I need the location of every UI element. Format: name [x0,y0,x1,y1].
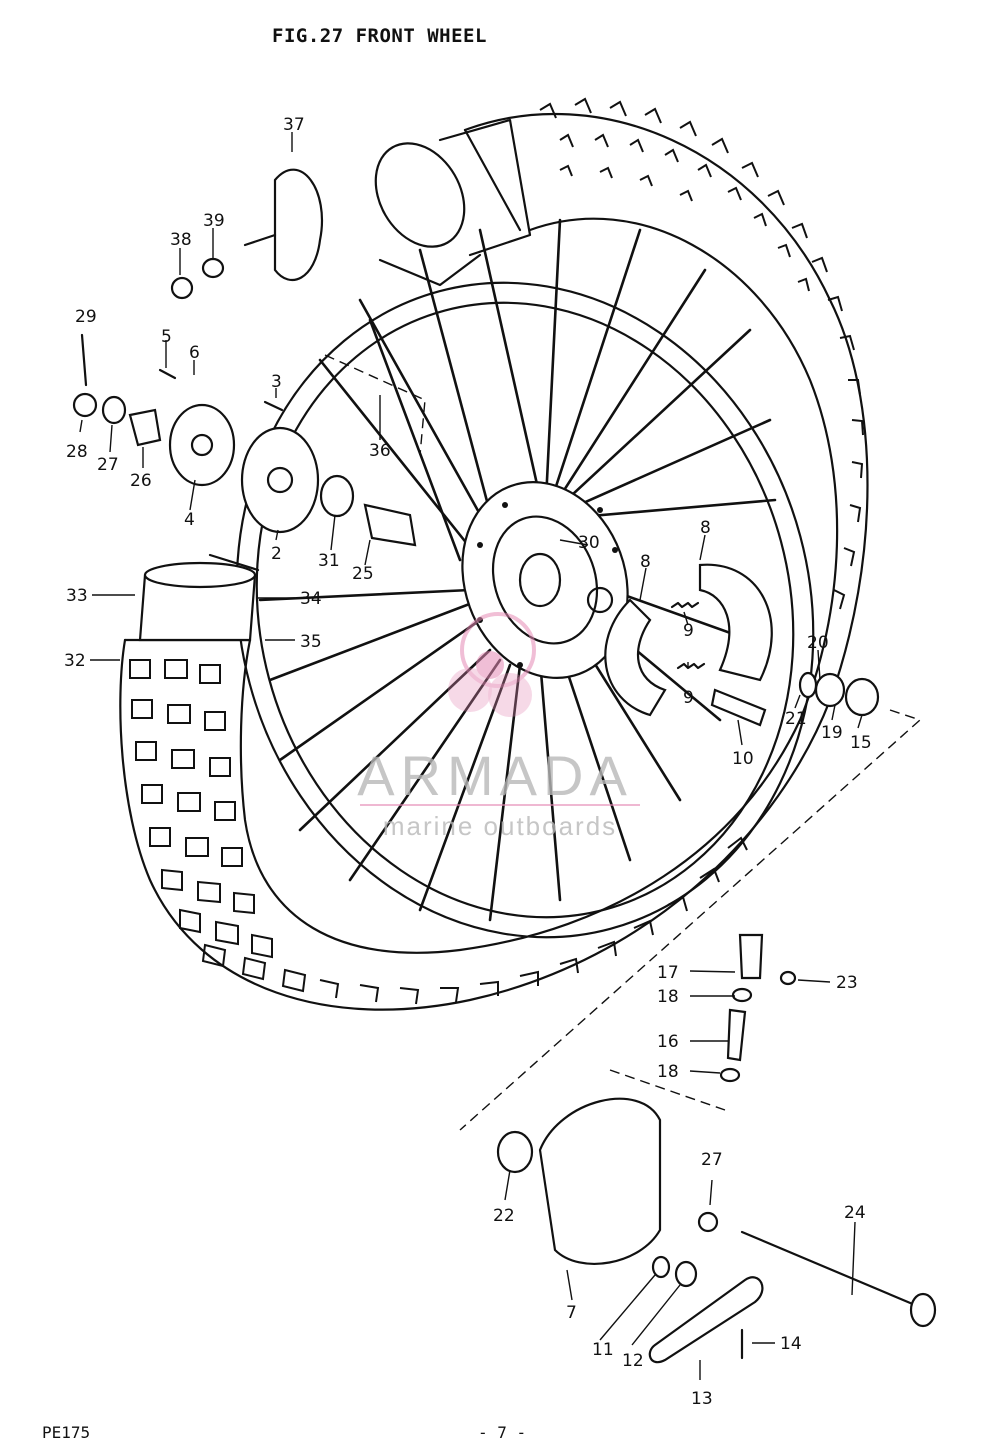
callout-37: 37 [283,115,305,135]
callout-33: 33 [66,586,88,606]
callout-labels: 37 38 39 29 5 6 3 28 27 26 4 2 31 25 36 … [64,115,872,1409]
callout-9b: 9 [683,688,694,708]
callout-14: 14 [780,1334,802,1354]
springs-drawing [670,601,706,670]
callout-10: 10 [732,749,754,769]
inner-tube-drawing [138,118,532,642]
drive-parts-drawing [72,168,417,547]
callout-23: 23 [836,973,858,993]
callout-9a: 9 [683,621,694,641]
callout-22: 22 [493,1206,515,1226]
callout-8b: 8 [640,552,651,572]
brake-panel-drawing [496,1097,937,1364]
callout-31: 31 [318,551,340,571]
callout-17: 17 [657,963,679,983]
callout-27: 27 [97,455,119,475]
assembly-dashed-lines [324,354,922,1131]
callout-27b: 27 [701,1150,723,1170]
callout-36: 36 [369,441,391,461]
callout-12: 12 [622,1351,644,1371]
footer-page-number: - 7 - [478,1423,526,1441]
callout-24: 24 [844,1203,866,1223]
callout-3: 3 [271,372,282,392]
watermark-logo [448,612,536,717]
callout-39: 39 [203,211,225,231]
callout-leader-lines [79,132,863,1380]
callout-38: 38 [170,230,192,250]
callout-6: 6 [189,343,200,363]
callout-28: 28 [66,442,88,462]
callout-2: 2 [271,544,282,564]
callout-20: 20 [807,633,829,653]
callout-25: 25 [352,564,374,584]
callout-4: 4 [184,510,195,530]
callout-29: 29 [75,307,97,327]
callout-30: 30 [578,533,600,553]
callout-18a: 18 [657,987,679,1007]
callout-5: 5 [161,327,172,347]
callout-19: 19 [821,723,843,743]
tire-drawing [119,97,869,1011]
callout-7: 7 [566,1303,577,1323]
callout-15: 15 [850,733,872,753]
hub-drawing [461,481,629,679]
callout-35: 35 [300,632,322,652]
callout-34: 34 [300,589,322,609]
axle-parts-drawing [710,671,880,1083]
watermark-tagline: marine outboards [383,811,617,841]
callout-18b: 18 [657,1062,679,1082]
brake-shoes-drawing [604,563,773,717]
callout-13: 13 [691,1389,713,1409]
spokes-drawing [258,218,777,922]
callout-8a: 8 [700,518,711,538]
figure-title: FIG.27 FRONT WHEEL [272,25,487,47]
watermark-brand: ARMADA [357,744,633,807]
callout-21: 21 [785,709,807,729]
callout-16: 16 [657,1032,679,1052]
callout-26: 26 [130,471,152,491]
footer-model-code: PE175 [42,1423,90,1441]
callout-32: 32 [64,651,86,671]
callout-11: 11 [592,1340,614,1360]
